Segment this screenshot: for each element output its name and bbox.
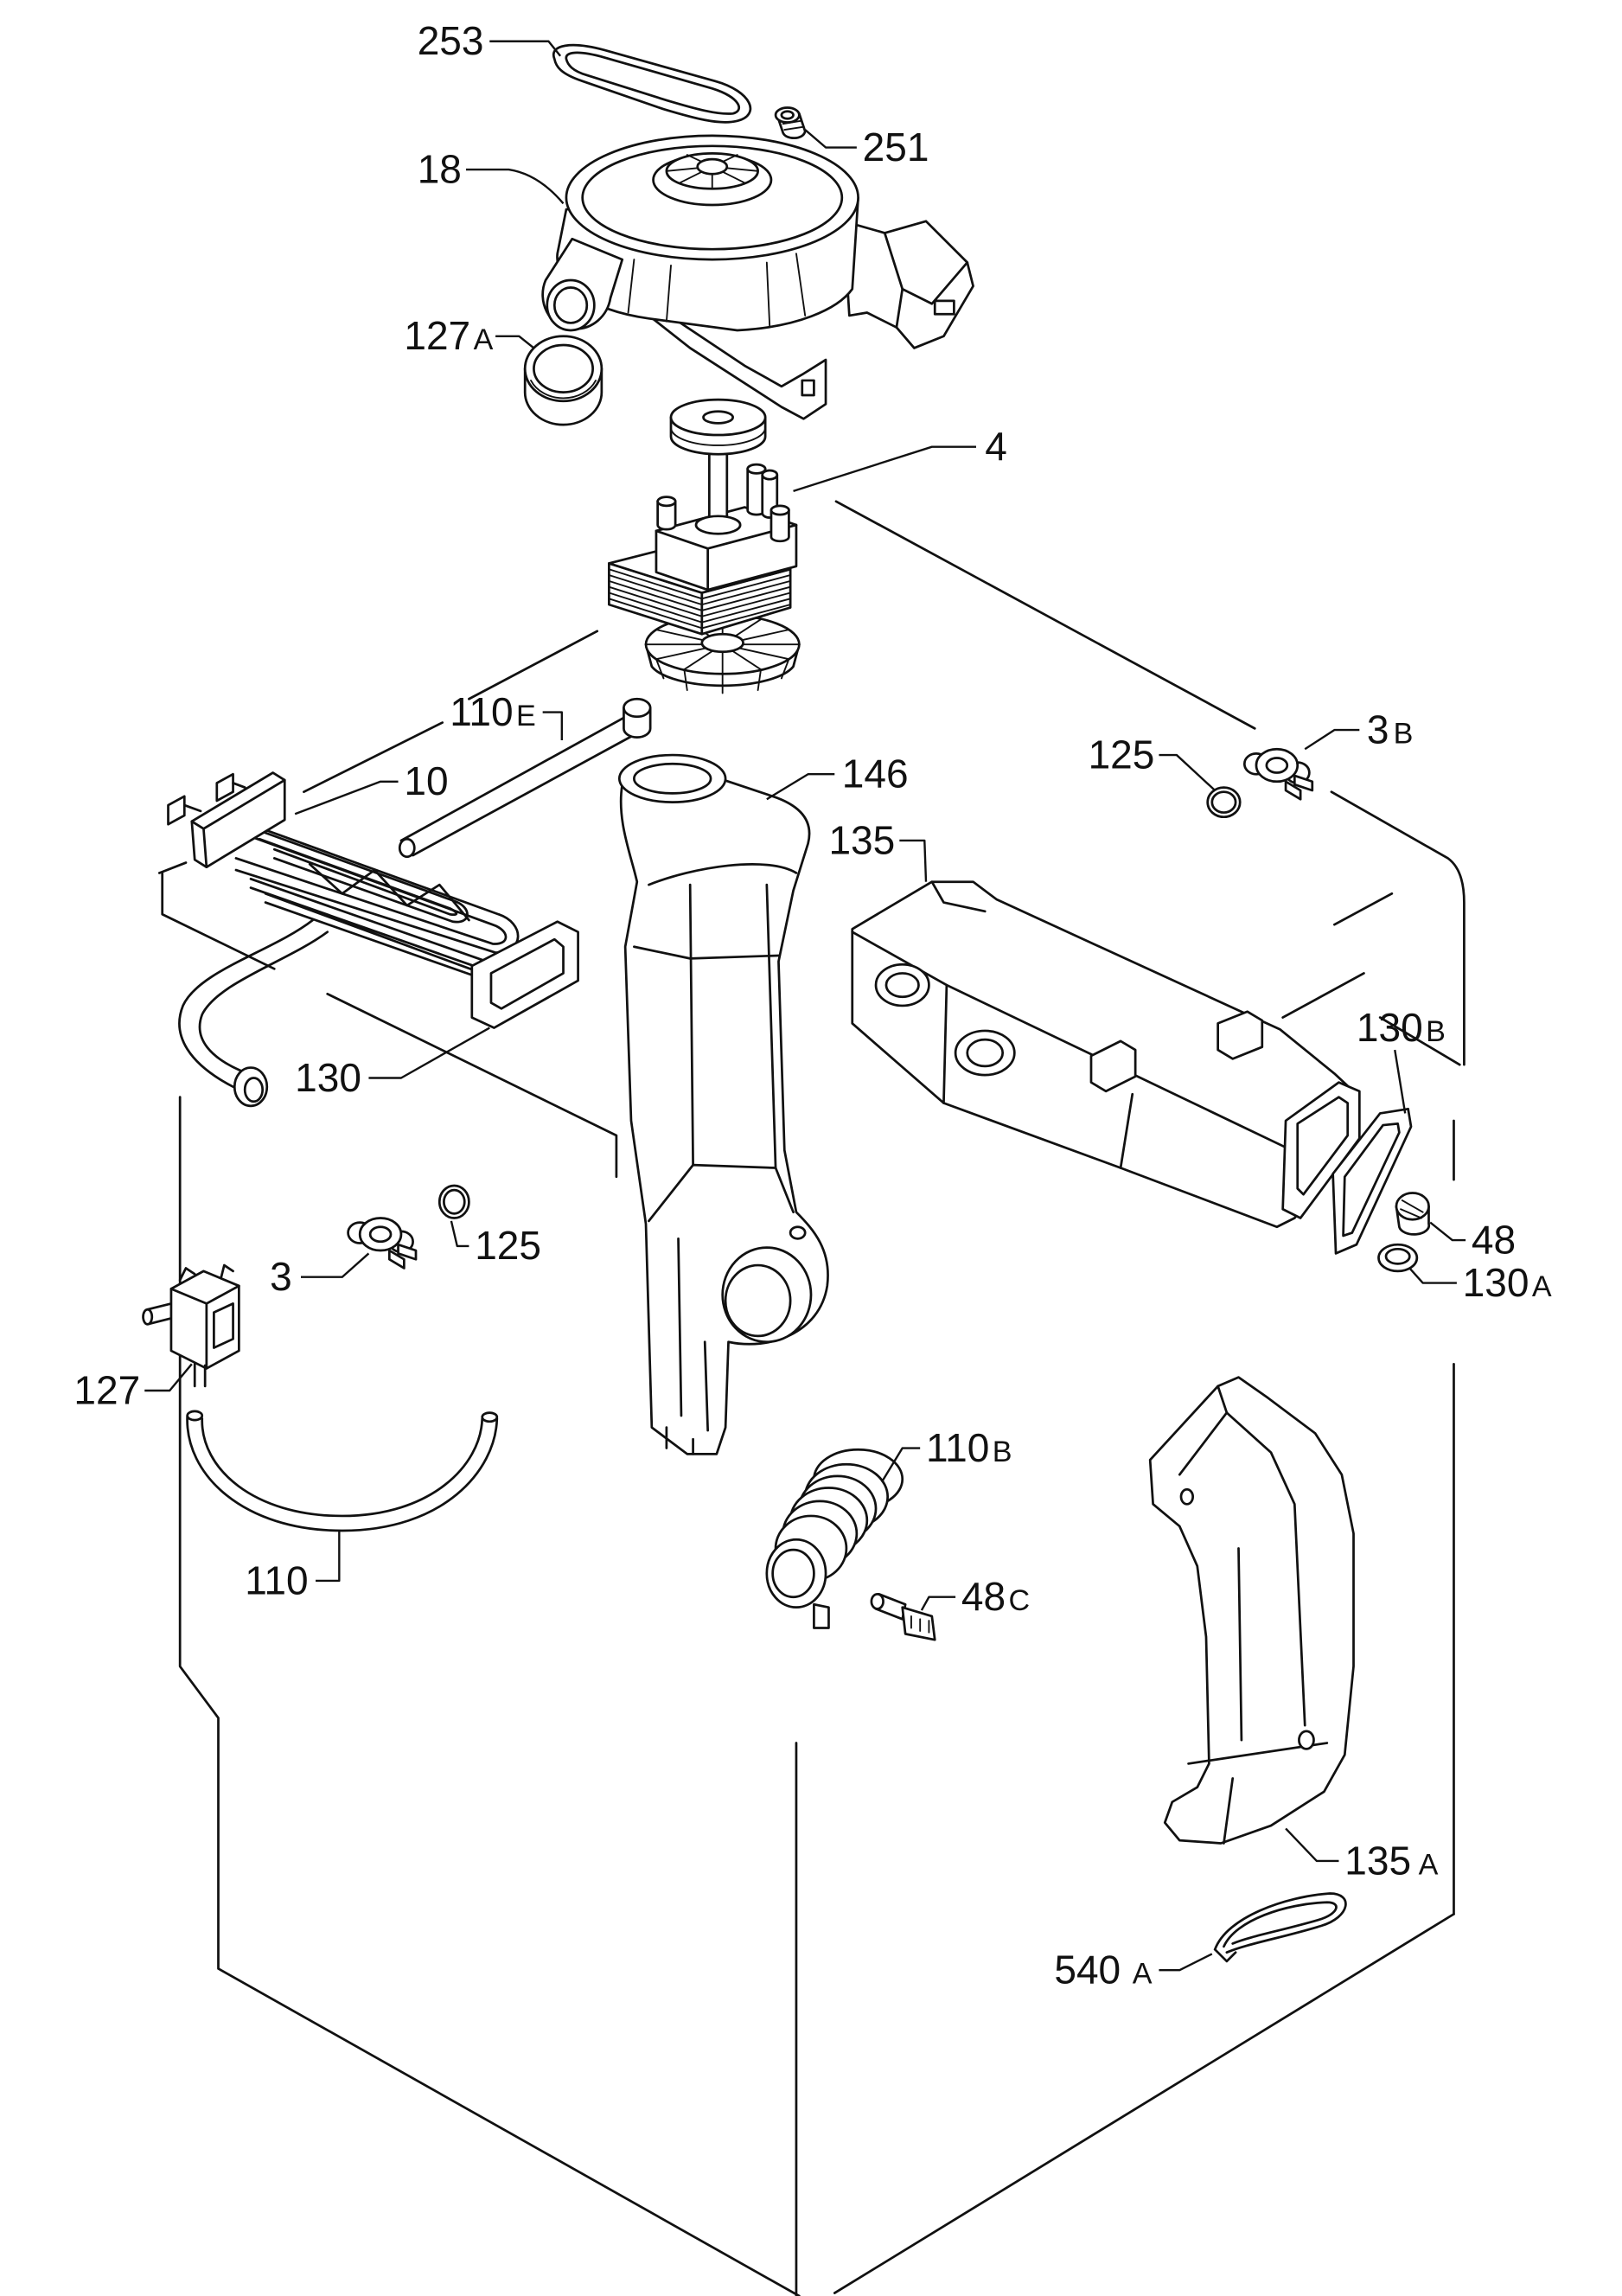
- hose-110e: [398, 697, 652, 859]
- leader-251: [804, 129, 857, 149]
- valve-127: [142, 1263, 240, 1388]
- gasket-130b: [1331, 1107, 1413, 1255]
- callout-251: 251: [863, 125, 929, 169]
- sensor-48c: [870, 1592, 936, 1641]
- leader-110e: [542, 711, 564, 741]
- leader-135a: [1285, 1827, 1339, 1863]
- callout-suffix: A: [1419, 1848, 1439, 1881]
- duct-ring: [523, 335, 603, 426]
- callout-suffix: B: [1426, 1015, 1446, 1048]
- leader-4: [793, 445, 976, 492]
- pulley-nut: [774, 106, 807, 140]
- thermostat-3b: [1242, 747, 1314, 801]
- callout-number: 110: [926, 1425, 989, 1470]
- callout-125-top: 125: [1089, 732, 1155, 777]
- callout-suffix: A: [1133, 1957, 1153, 1990]
- leader-110b: [880, 1447, 921, 1483]
- callout-suffix: E: [516, 700, 536, 732]
- leader-lines: [144, 40, 1466, 1972]
- callout-suffix: A: [1532, 1270, 1552, 1303]
- callout-135: 135: [828, 817, 895, 862]
- leader-130: [368, 1026, 490, 1079]
- o-ring-125-mid: [437, 1184, 470, 1219]
- callout-number: 130: [1463, 1260, 1529, 1305]
- leader-48c: [920, 1596, 956, 1611]
- callout-suffix: A: [474, 323, 494, 356]
- drive-belt: [552, 43, 752, 124]
- callout-number: 540: [1054, 1947, 1121, 1992]
- callout-10: 10: [404, 758, 448, 803]
- callout-number: 3: [1367, 707, 1389, 751]
- callout-suffix: C: [1009, 1584, 1031, 1617]
- callout-146: 146: [842, 751, 909, 796]
- callout-number: 110: [450, 689, 513, 734]
- leader-127a: [495, 335, 535, 349]
- callout-18: 18: [418, 146, 462, 191]
- clip-540a: [1213, 1892, 1347, 1963]
- callout-130: 130: [295, 1055, 361, 1100]
- callout-number: 130: [1357, 1005, 1423, 1050]
- ring-130a: [1377, 1243, 1419, 1273]
- heater-outlet-hose: [178, 918, 329, 1108]
- leader-10: [294, 780, 399, 815]
- leader-125-top: [1159, 753, 1216, 791]
- leader-135: [899, 839, 928, 882]
- leader-3: [300, 1252, 370, 1278]
- callout-number: 48: [961, 1574, 1006, 1619]
- callout-suffix: B: [1394, 717, 1414, 750]
- callout-540a: 540 A: [1054, 1947, 1152, 1992]
- air-duct-135: [851, 880, 1361, 1229]
- blower-housing: [541, 134, 974, 420]
- bellows-110b: [765, 1448, 904, 1629]
- gasket-130: [470, 920, 579, 1029]
- thermostat-3: [347, 1217, 418, 1270]
- callout-4: 4: [985, 424, 1007, 469]
- air-duct-146: [617, 753, 829, 1455]
- leader-540a: [1159, 1953, 1213, 1972]
- leader-125-mid: [450, 1220, 469, 1248]
- leader-48: [1429, 1221, 1466, 1242]
- callout-125-mid: 125: [475, 1223, 541, 1268]
- leader-110: [316, 1531, 341, 1583]
- callout-110: 110: [245, 1557, 308, 1602]
- callout-3: 3: [270, 1254, 292, 1299]
- leader-146: [766, 773, 835, 801]
- callout-253: 253: [418, 18, 484, 63]
- leader-130a: [1408, 1267, 1457, 1284]
- air-duct-135a: [1148, 1376, 1355, 1845]
- leader-253: [489, 40, 562, 57]
- callout-48: 48: [1472, 1217, 1516, 1262]
- leader-130b: [1394, 1049, 1407, 1114]
- cap-48: [1395, 1192, 1431, 1236]
- callout-suffix: B: [993, 1436, 1012, 1468]
- callout-127: 127: [73, 1367, 140, 1412]
- hose-110: [186, 1410, 499, 1532]
- leader-18: [465, 168, 565, 205]
- o-ring-125-top: [1206, 786, 1242, 819]
- motor: [608, 398, 801, 694]
- callout-number: 135: [1344, 1838, 1411, 1883]
- leader-3b: [1304, 728, 1360, 751]
- leader-127: [144, 1363, 193, 1392]
- cabinet-outline: [157, 500, 1466, 2296]
- callout-number: 127: [404, 313, 470, 358]
